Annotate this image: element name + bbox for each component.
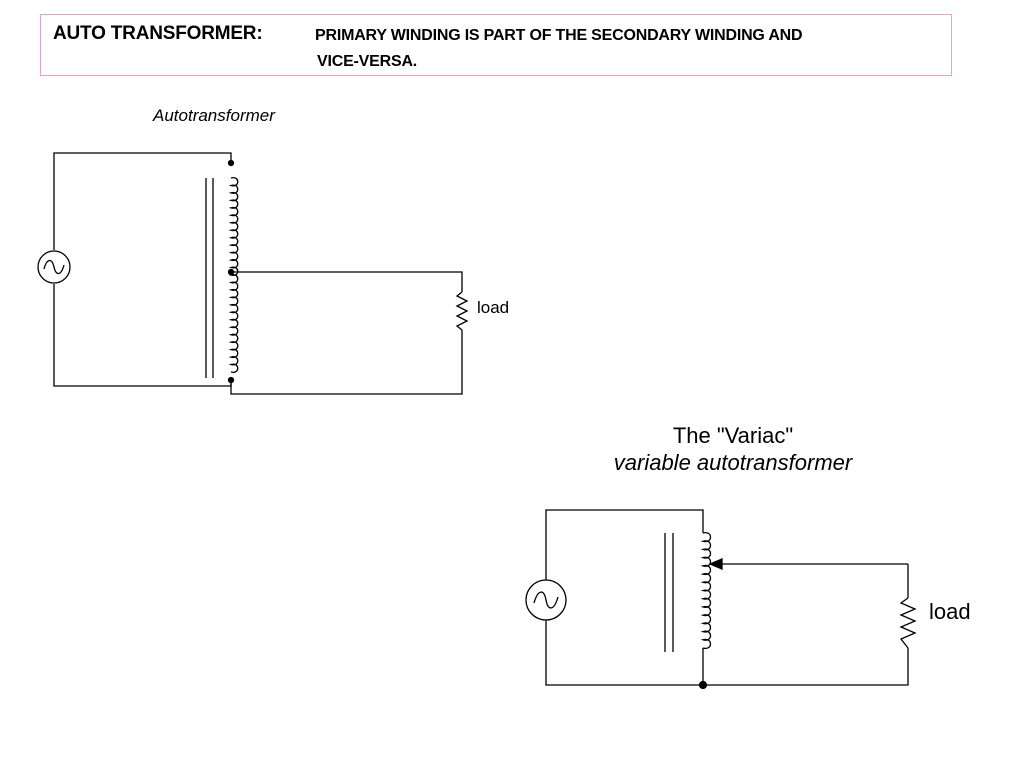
junction-dot	[698, 680, 708, 690]
variac-diagram: The "Variac" variable autotransformer lo…	[525, 423, 971, 690]
ac-source-icon	[525, 579, 567, 621]
ac-source-icon	[37, 250, 71, 284]
wire-top	[53, 152, 232, 250]
load-label: load	[929, 599, 971, 624]
autotransformer-diagram: Autotransformer load	[37, 106, 509, 395]
wire-top	[545, 509, 704, 580]
variac-caption-line1: The "Variac"	[673, 423, 793, 448]
load-resistor-icon	[455, 291, 469, 331]
load-resistor-icon	[899, 597, 917, 649]
winding-coil-icon	[228, 177, 239, 373]
wire-bottom	[53, 284, 232, 387]
autotransformer-caption: Autotransformer	[152, 106, 276, 125]
wire-load-top	[231, 271, 463, 292]
title-description-line1: PRIMARY WINDING IS PART OF THE SECONDARY…	[315, 27, 803, 44]
variac-caption-line2: variable autotransformer	[614, 450, 854, 475]
wire-load-bottom	[230, 330, 463, 395]
load-label: load	[477, 298, 509, 317]
title-description-line2: VICE-VERSA.	[317, 53, 418, 70]
title-box: AUTO TRANSFORMER: PRIMARY WINDING IS PAR…	[40, 14, 952, 76]
winding-coil-icon	[700, 531, 712, 650]
title-heading: AUTO TRANSFORMER:	[53, 23, 263, 44]
wiper-arrow-icon	[708, 558, 908, 570]
wire-bottom	[545, 620, 909, 686]
terminal-dot	[227, 159, 235, 167]
